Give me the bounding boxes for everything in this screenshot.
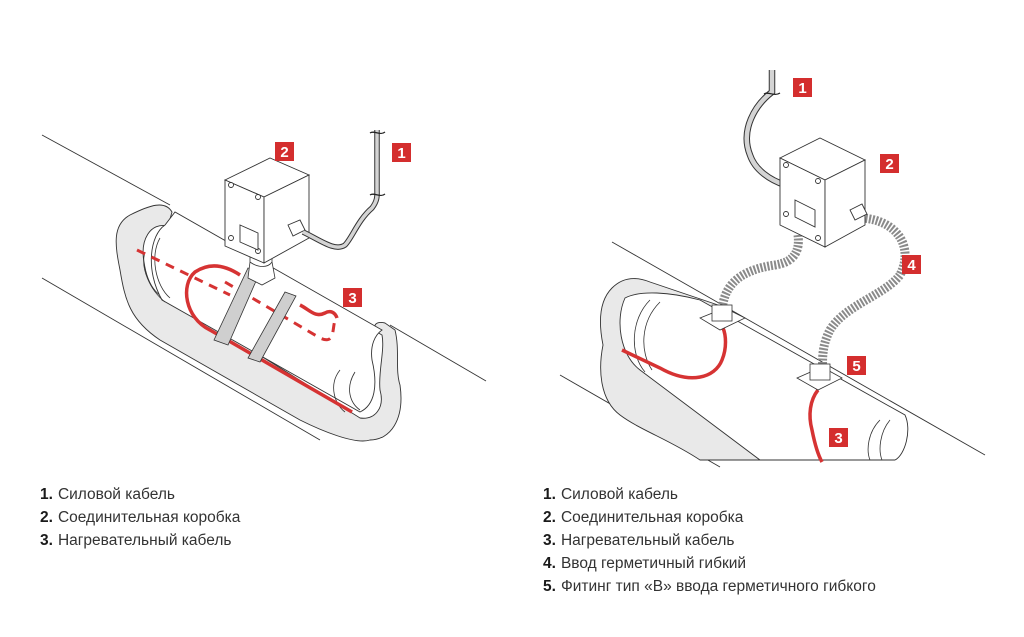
badge-number: 3: [348, 290, 356, 307]
badge-number: 5: [852, 358, 860, 375]
legend-label: Соединительная коробка: [57, 509, 241, 526]
legend-number: 3.: [543, 532, 556, 549]
left-heating-cable: [184, 264, 353, 414]
legend-label: Соединительная коробка: [560, 509, 744, 526]
right-heating-cable: [808, 388, 824, 463]
left-badge-3: 3: [343, 288, 362, 307]
left-badge-2: 2: [275, 142, 294, 161]
legend-label: Фитинг тип «В» ввода герметичного гибког…: [560, 578, 876, 595]
legend-label: Нагревательный кабель: [560, 532, 735, 549]
legend-item: 3.Нагревательный кабель: [40, 529, 240, 552]
left-power-cable: [301, 130, 380, 250]
left-pipe-body: [150, 211, 383, 413]
legend-label: Силовой кабель: [57, 486, 175, 503]
right-badge-3: 3: [829, 428, 848, 447]
right-flexible-conduit-left: [717, 234, 803, 316]
badge-number: 4: [907, 257, 916, 274]
right-fitting-left: [699, 304, 746, 331]
badge-number: 1: [798, 80, 806, 97]
legend-label: Силовой кабель: [560, 486, 678, 503]
badge-number: 2: [280, 144, 288, 161]
legend-item: 1.Силовой кабель: [543, 483, 876, 506]
legend-label: Нагревательный кабель: [57, 532, 232, 549]
left-mounting-clamps: [213, 267, 297, 363]
badge-number: 1: [397, 145, 405, 162]
legend-item: 2.Соединительная коробка: [40, 506, 240, 529]
right-badge-2: 2: [880, 154, 899, 173]
right-flexible-conduit-right: [818, 213, 910, 373]
legend-label: Ввод герметичный гибкий: [560, 555, 747, 572]
legend-item: 2.Соединительная коробка: [543, 506, 876, 529]
legend-number: 1.: [543, 486, 556, 503]
right-power-cable: [743, 70, 787, 189]
right-badge-1: 1: [793, 78, 812, 97]
left-installation-diagram: 1 2 3 1: [41, 70, 986, 468]
legend-number: 5.: [543, 578, 556, 595]
legend-number: 3.: [40, 532, 53, 549]
left-badge-1: 1: [392, 143, 411, 162]
legend-item: 4.Ввод герметичный гибкий: [543, 552, 876, 575]
left-legend: 1.Силовой кабель 2.Соединительная коробк…: [40, 483, 240, 552]
left-junction-box: [223, 157, 311, 264]
right-legend: 1.Силовой кабель 2.Соединительная коробк…: [543, 483, 876, 598]
right-junction-box: [778, 137, 868, 248]
right-pipe-body: [619, 292, 909, 461]
legend-item: 5.Фитинг тип «В» ввода герметичного гибк…: [543, 575, 876, 598]
left-pipe: [41, 134, 487, 441]
legend-number: 2.: [543, 509, 556, 526]
right-heating-cable-loop: [621, 327, 728, 380]
badge-number: 2: [885, 156, 893, 173]
legend-number: 2.: [40, 509, 53, 526]
legend-item: 1.Силовой кабель: [40, 483, 240, 506]
legend-number: 1.: [40, 486, 53, 503]
right-badge-4: 4: [902, 255, 921, 274]
legend-item: 3.Нагревательный кабель: [543, 529, 876, 552]
badge-number: 3: [834, 430, 842, 447]
legend-number: 4.: [543, 555, 556, 572]
right-badge-5: 5: [847, 356, 866, 375]
right-fitting-right: [796, 363, 843, 391]
left-heating-cable-hidden: [136, 248, 337, 342]
